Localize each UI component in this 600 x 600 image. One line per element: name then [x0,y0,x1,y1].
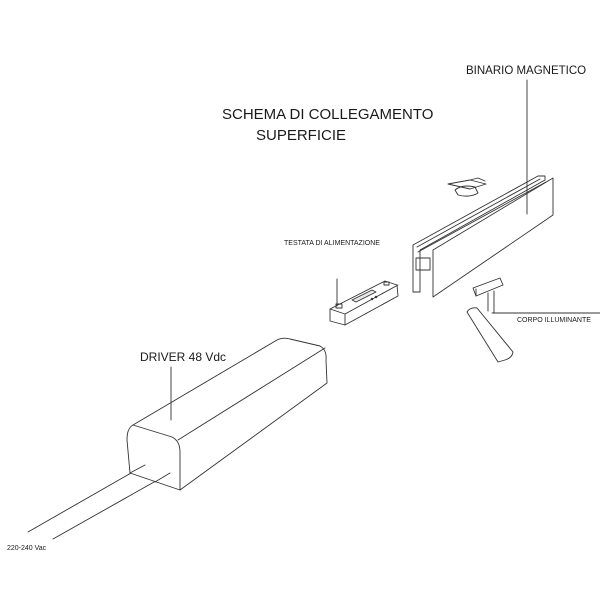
mains-cables [27,464,171,540]
feed-head [329,278,399,326]
label-light-body: CORPO ILLUMINANTE [517,317,591,324]
label-rail: BINARIO MAGNETICO [466,65,587,77]
label-feed-head: TESTATA DI ALIMENTAZIONE [284,240,380,247]
driver-box [126,337,328,491]
diagram-title-line2: SUPERFICIE [256,127,347,144]
light-body [466,277,600,363]
label-mains: 220-240 Vac [7,545,47,552]
diagram-title-line1: SCHEMA DI COLLEGAMENTO [222,106,434,123]
magnetic-rail [412,79,554,298]
label-driver: DRIVER 48 Vdc [140,350,227,364]
mounting-clip [447,177,487,197]
